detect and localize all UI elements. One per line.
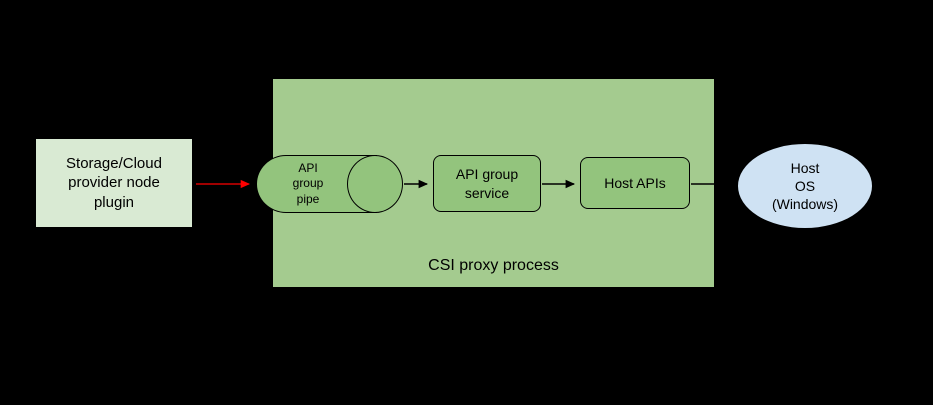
api-group-service-label: API group service [455, 166, 519, 201]
host-os-label: Host OS (Windows) [771, 159, 839, 213]
api-group-service-node: API group service [433, 155, 541, 212]
api-group-pipe-label: API group pipe [292, 160, 324, 206]
api-group-pipe-label-wrap: API group pipe [258, 155, 358, 213]
storage-provider-plugin-label: Storage/Cloud provider node plugin [66, 154, 162, 211]
host-os-node: Host OS (Windows) [737, 143, 873, 229]
storage-provider-plugin-node: Storage/Cloud provider node plugin [35, 138, 193, 228]
host-apis-label: Host APIs [604, 175, 666, 191]
api-group-pipe-cap [347, 155, 403, 213]
csi-proxy-process-label: CSI proxy process [428, 257, 559, 274]
host-apis-node: Host APIs [580, 157, 690, 209]
